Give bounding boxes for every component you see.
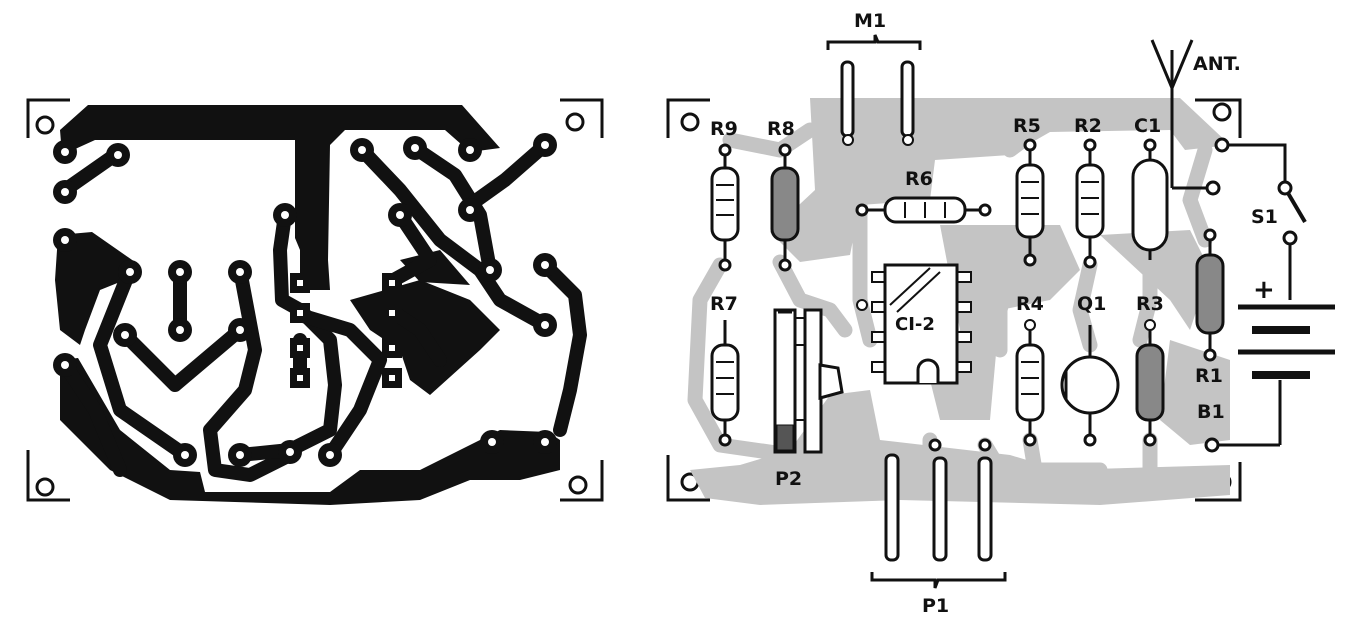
label-m1: M1 (854, 10, 886, 32)
corner-marks-left (26, 98, 604, 502)
label-q1: Q1 (1077, 293, 1106, 315)
label-plus: + (1253, 275, 1275, 305)
label-r4: R4 (1016, 293, 1044, 315)
label-ant: ANT. (1193, 53, 1241, 75)
label-r7: R7 (710, 293, 738, 315)
trimmer-p2 (773, 308, 844, 454)
label-ci2: CI-2 (895, 314, 935, 335)
pads (53, 133, 557, 467)
jumper-m1 (826, 34, 922, 146)
antenna-icon (1150, 39, 1221, 196)
label-r1: R1 (1195, 365, 1223, 387)
resistors (710, 138, 1225, 447)
resistor-r9 (710, 143, 740, 272)
transistor-q1 (1060, 325, 1120, 447)
label-r5: R5 (1013, 115, 1041, 137)
ic-ci2 (871, 263, 972, 385)
label-r9: R9 (710, 118, 738, 140)
label-b1: B1 (1197, 401, 1225, 423)
potentiometer-p1-leads (870, 438, 1007, 589)
misc-pads (856, 299, 1156, 331)
label-r2: R2 (1074, 115, 1102, 137)
battery-b1-icon (1204, 304, 1335, 453)
label-r3: R3 (1136, 293, 1164, 315)
plane-mid (400, 250, 470, 285)
ground-plane-bottom (60, 358, 560, 505)
label-p2: P2 (775, 468, 802, 490)
label-c1: C1 (1134, 115, 1161, 137)
resistor-r2 (1075, 138, 1105, 269)
label-r8: R8 (767, 118, 795, 140)
labels: M1 ANT. R9 R8 R5 R2 C1 R6 S1 + R7 R4 Q1 … (710, 10, 1278, 617)
resistor-r7 (710, 320, 740, 447)
switch-s1-icon (1214, 137, 1307, 300)
resistor-r1 (1195, 228, 1225, 362)
resistor-r3 (1135, 325, 1165, 447)
label-r6: R6 (905, 168, 933, 190)
capacitor-c1 (1131, 138, 1169, 260)
ground-plane-top (60, 105, 500, 290)
resistor-r5 (1015, 138, 1045, 267)
component-side-view (666, 34, 1335, 589)
resistor-r6 (855, 196, 992, 224)
copper-side-view (26, 98, 604, 505)
resistor-r8 (770, 143, 800, 272)
ground-plane-left (55, 232, 135, 345)
resistor-r4 (1015, 325, 1045, 447)
label-p1: P1 (922, 595, 949, 617)
label-s1: S1 (1251, 206, 1278, 228)
tracks (58, 138, 587, 482)
